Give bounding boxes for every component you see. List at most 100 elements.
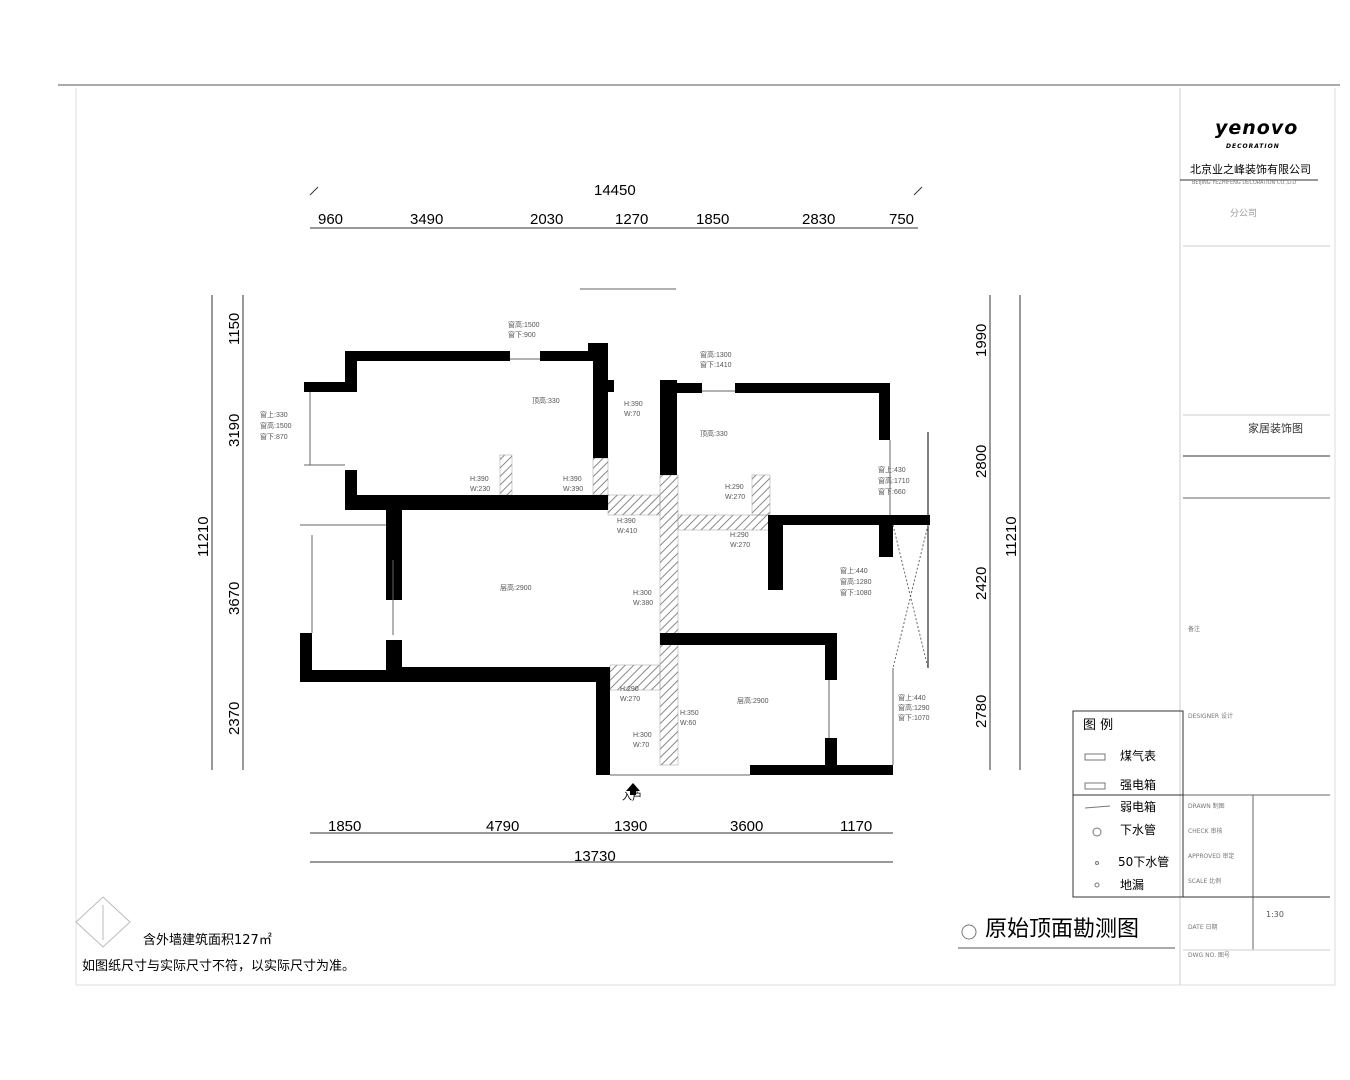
dim-right-total: 11210 [1003,516,1020,557]
dimension-lines [211,186,1021,863]
dim-top: 2030 [530,211,563,228]
annotation: 窗高:1300 [700,350,732,359]
dim-top: 1850 [696,211,729,228]
dim-bottom: 1390 [614,818,647,835]
check-label: CHECK 审核 [1188,828,1223,835]
annotation: 窗上:440 [898,693,926,702]
annotation: 窗下:900 [508,330,536,339]
dim-top-total: 14450 [594,182,636,199]
dim-left: 2370 [226,702,243,735]
dim-bottom: 1170 [840,818,872,835]
legend-item-50-drain-pipe: 50下水管 [1118,855,1170,869]
annotation: H:290 [620,686,639,693]
designer-label: DESIGNER 设计 [1188,713,1233,720]
approved-label: APPROVED 审定 [1188,853,1235,860]
annotation: W:410 [617,528,637,535]
walls [300,343,930,775]
company-logo: yenovo [1215,117,1299,139]
legend-item-power-box: 强电箱 [1120,778,1157,792]
scale-value: 1:30 [1266,910,1284,919]
annotation: 窗高:1280 [840,577,872,586]
annotation: 窗上:440 [840,566,868,575]
title-block-lines [1179,88,1330,985]
drain-pipe-icon [1092,827,1102,837]
annotation: H:350 [680,710,699,717]
company-name: 北京业之峰装饰有限公司 [1190,163,1311,176]
dim-top: 960 [318,211,343,228]
compass-icon [75,896,131,948]
annotation: W:380 [633,600,653,607]
annotation: 顶高:330 [700,429,728,438]
entrance-label: 入户 [622,790,642,803]
company-name-en: BEIJING YEZHIFENG DECORATION CO.,LTD [1192,180,1297,186]
annotation: W:70 [624,411,640,418]
dim-bottom: 1850 [328,818,361,835]
annotation: H:390 [470,476,489,483]
weak-current-box-icon [1084,805,1111,809]
title-symbol-icon [961,924,977,940]
legend-item-weak-current-box: 弱电箱 [1120,800,1157,814]
legend-item-drain-pipe: 下水管 [1120,823,1157,837]
dwg-no-label: DWG NO. 图号 [1188,952,1230,959]
disclaimer-note: 如图纸尺寸与实际尺寸不符，以实际尺寸为准。 [82,959,356,974]
annotation: 窗高:1500 [260,421,292,430]
dim-right: 2800 [973,445,990,478]
power-box-icon [1084,782,1106,790]
drawing-type: 家居装饰图 [1248,422,1303,435]
dim-top: 1270 [615,211,648,228]
legend-title: 图 例 [1083,718,1114,733]
annotation: 窗下:870 [260,432,288,441]
dim-top: 750 [889,211,914,228]
annotation: W:270 [725,494,745,501]
windows-and-balcony [300,288,929,776]
drawn-label: DRAWN 制图 [1188,803,1225,810]
dim-left-total: 11210 [195,516,212,557]
dim-right: 1990 [973,324,990,357]
annotation: 窗下:1410 [700,360,732,369]
annotation: H:300 [633,732,652,739]
notes-label: 备注 [1188,626,1201,633]
dim-bottom: 4790 [486,818,519,835]
drawing-title: 原始顶面勘测图 [985,917,1140,942]
annotation: H:300 [633,590,652,597]
annotation: 层高:2900 [500,583,532,592]
annotation: H:390 [617,518,636,525]
annotation: 窗高:1500 [508,320,540,329]
small-drain-pipe-icon [1095,861,1099,865]
logo-subtitle: DECORATION [1226,143,1280,150]
dim-top: 3490 [410,211,443,228]
annotation: H:290 [725,484,744,491]
hatched-beams [499,454,771,766]
gas-meter-icon [1084,753,1106,761]
scale-label: SCALE 比例 [1188,878,1222,885]
dim-left: 3190 [226,414,243,447]
annotation: W:230 [470,486,490,493]
annotation: 窗高:1290 [898,703,930,712]
annotation: H:290 [730,532,749,539]
annotation: 层高:2900 [737,696,769,705]
annotation: 窗上:430 [878,465,906,474]
annotation: W:270 [730,542,750,549]
legend-symbols [1084,753,1111,888]
dim-left: 1150 [226,313,243,345]
branch-label: 分公司 [1230,209,1258,219]
annotation: 窗高:1710 [878,476,910,485]
annotation: W:70 [633,742,649,749]
room-annotations: 窗高:1500 窗下:900 顶高:330 窗上:330 窗高:1500 窗下:… [260,320,930,749]
annotation: W:270 [620,696,640,703]
annotation: W:60 [680,720,696,727]
dim-right: 2780 [973,695,990,728]
annotation: 窗下:1070 [898,713,930,722]
annotation: 窗下:660 [878,487,906,496]
annotation: 顶高:330 [532,396,560,405]
dim-left: 3670 [226,582,243,615]
dim-bottom-total: 13730 [574,848,616,865]
annotation: H:390 [624,401,643,408]
annotation: H:390 [563,476,582,483]
legend-item-floor-drain: 地漏 [1120,878,1145,892]
dim-bottom: 3600 [730,818,763,835]
floor-drain-icon [1094,882,1100,888]
legend-item-gas-meter: 煤气表 [1120,749,1157,763]
annotation: 窗下:1080 [840,588,872,597]
